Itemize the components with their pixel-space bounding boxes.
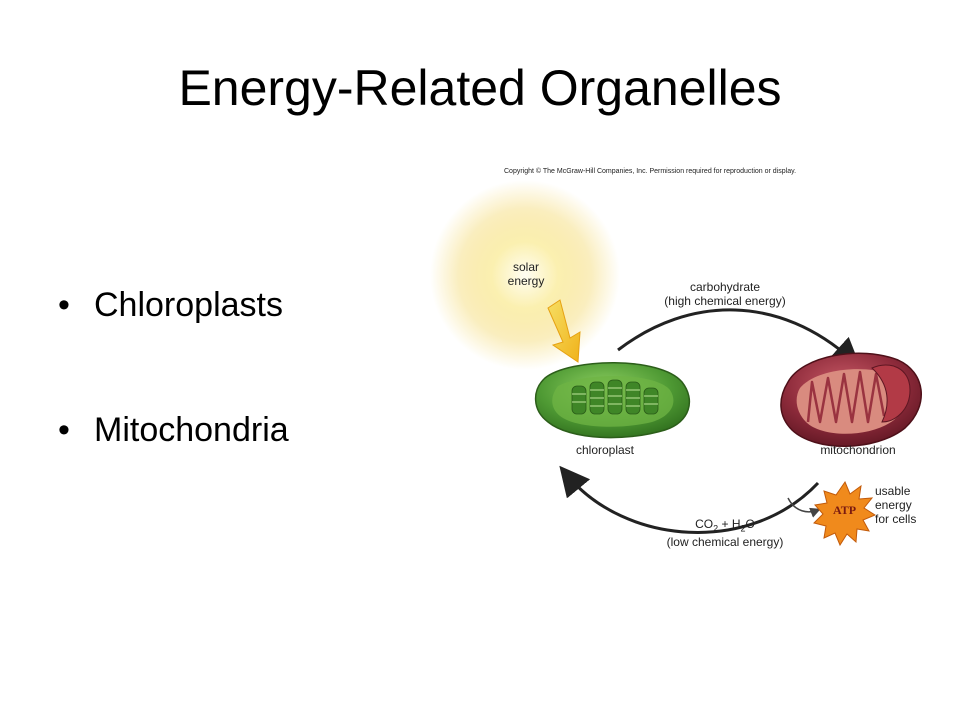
formula-subscript: 2 [740, 523, 746, 534]
solar-arrow [547, 299, 581, 363]
usable-label-line: for cells [875, 512, 917, 526]
solar-label-line: solar [512, 260, 539, 274]
slide-title: Energy-Related Organelles [178, 60, 782, 116]
solar-energy-label: solar energy [504, 260, 548, 288]
energy-cycle-figure: Copyright © The McGraw-Hill Companies, I… [420, 160, 960, 560]
solar-label-line: energy [507, 274, 545, 288]
formula-part: O [745, 517, 755, 531]
copyright-notice: Copyright © The McGraw-Hill Companies, I… [504, 168, 797, 175]
formula-part: + H [718, 517, 741, 531]
sun-glow [430, 180, 620, 370]
energy-cycle-diagram [430, 180, 922, 547]
bullet-chloroplasts: • Chloroplasts [58, 285, 289, 325]
carbohydrate-label: carbohydrate (high chemical energy) [640, 280, 810, 308]
chloroplast-label: chloroplast [575, 443, 635, 457]
bullet-marker: • [58, 286, 70, 324]
bullet-text: Chloroplasts [94, 286, 283, 324]
bullet-list: • Chloroplasts • Mitochondria [58, 285, 289, 535]
co2-water-label: CO2 + H2O (low chemical energy) [650, 517, 800, 549]
bullet-mitochondria: • Mitochondria [58, 410, 289, 450]
usable-label-line: usable [875, 484, 911, 498]
carbohydrate-arrow [617, 308, 861, 369]
co2-water-formula: CO2 + H2O [650, 517, 800, 535]
carbohydrate-label-line: carbohydrate [689, 280, 761, 294]
mitochondrion-label: mitochondrion [820, 443, 896, 457]
atp-starburst-icon [813, 480, 877, 547]
formula-part: CO [695, 517, 714, 531]
bullet-text: Mitochondria [94, 411, 289, 449]
low-energy-label: (low chemical energy) [666, 535, 784, 550]
chloroplast-illustration [534, 362, 691, 439]
carbohydrate-label-line: (high chemical energy) [664, 294, 786, 308]
usable-energy-label: usable energy for cells [875, 484, 935, 526]
atp-label: ATP [833, 503, 857, 517]
atp-arrow [787, 497, 821, 518]
formula-subscript: 2 [713, 523, 719, 534]
co2-water-arrow [559, 465, 820, 534]
bullet-marker: • [58, 411, 70, 449]
usable-label-line: energy [875, 498, 912, 512]
mitochondrion-illustration [780, 352, 922, 447]
